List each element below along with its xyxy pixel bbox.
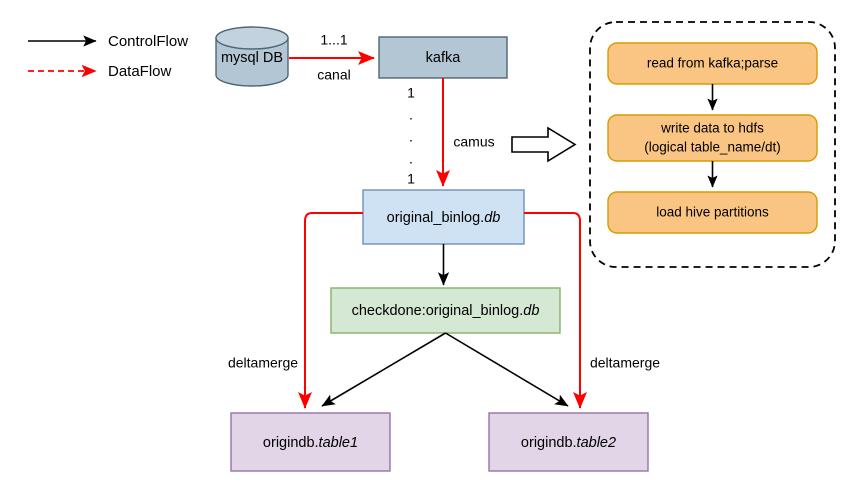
multiplicity-top: 1 — [407, 85, 415, 101]
edge-label-canal: canal — [317, 67, 350, 83]
checkdone-box — [330, 287, 561, 334]
kafka-label: kafka — [426, 50, 462, 66]
camus-stage-read-kafka-parse[interactable]: read from kafka;parse — [607, 42, 818, 85]
edge-label-canal-multiplicity: 1...1 — [320, 32, 347, 48]
edge-label-deltamerge-right: deltamerge — [590, 355, 660, 371]
table2-box — [488, 412, 649, 472]
legend-item-control-flow: ControlFlow — [28, 33, 188, 50]
stage-box-load-hive-partitions — [607, 191, 818, 234]
multiplicity-dot-2: · — [409, 132, 414, 148]
edge-checkdone-to-table1 — [321, 332, 446, 407]
node-origindb-table2[interactable]: origindb.table2 — [488, 412, 649, 472]
stage-label-read-kafka-parse: read from kafka;parse — [647, 56, 778, 71]
legend: ControlFlow DataFlow — [28, 33, 188, 80]
checkdone-label: checkdone:original_binlog.db — [352, 303, 540, 319]
node-mysql-db[interactable]: mysql DB — [215, 26, 289, 87]
table2-label-em: table2 — [577, 435, 617, 451]
mysql-db-cylinder-top — [215, 26, 289, 50]
legend-label-control-flow: ControlFlow — [108, 33, 188, 50]
node-origindb-table1[interactable]: origindb.table1 — [230, 412, 391, 472]
camus-stage-write-hdfs[interactable]: write data to hdfs (logical table_name/d… — [607, 114, 818, 162]
mysql-db-label: mysql DB — [221, 50, 283, 66]
multiplicity-dot-3: · — [409, 154, 414, 170]
multiplicity-dot-1: · — [409, 110, 414, 126]
edge-kafka-to-original-binlog: camus — [436, 78, 495, 187]
node-checkdone[interactable]: checkdone:original_binlog.db — [330, 287, 561, 334]
table1-label-em: table1 — [319, 435, 359, 451]
original-binlog-label: original_binlog.db — [387, 210, 501, 226]
camus-block-arrow-icon — [511, 126, 577, 163]
table2-label-plain: origindb. — [521, 435, 577, 451]
legend-item-data-flow: DataFlow — [28, 63, 172, 80]
block-arrow-right-icon — [511, 126, 577, 163]
stage-label-write-hdfs-line1: write data to hdfs — [660, 121, 764, 136]
camus-stage-load-hive-partitions[interactable]: load hive partitions — [607, 191, 818, 234]
stage-label-load-hive-partitions: load hive partitions — [656, 205, 769, 220]
multiplicity-annotation: 1 · · · 1 — [407, 85, 415, 187]
table1-label-plain: origindb. — [263, 435, 319, 451]
stage-label-write-hdfs-line2: (logical table_name/dt) — [644, 140, 781, 155]
multiplicity-bottom: 1 — [407, 171, 415, 187]
edge-checkdone-to-table2 — [445, 332, 569, 407]
table2-label: origindb.table2 — [521, 435, 616, 451]
legend-label-data-flow: DataFlow — [108, 63, 172, 80]
edge-mysql-to-kafka: 1...1 canal — [289, 32, 375, 83]
edge-binlog-to-table2-dataflow — [524, 212, 587, 409]
edge-label-camus: camus — [453, 134, 494, 150]
original-binlog-label-em: db — [484, 210, 500, 226]
original-binlog-label-plain: original_binlog. — [387, 210, 485, 226]
camus-panel-border — [589, 21, 836, 268]
checkdone-label-plain: checkdone:original_binlog. — [352, 303, 524, 319]
checkdone-label-em: db — [523, 303, 539, 319]
mysql-db-cylinder-body — [215, 37, 289, 87]
camus-panel: read from kafka;parse write data to hdfs… — [589, 21, 836, 268]
table1-label: origindb.table1 — [263, 435, 358, 451]
node-original-binlog[interactable]: original_binlog.db — [362, 189, 525, 245]
node-kafka[interactable]: kafka — [378, 36, 508, 79]
edge-binlog-to-table1-dataflow — [298, 212, 363, 409]
edge-label-deltamerge-left: deltamerge — [228, 355, 298, 371]
kafka-box — [378, 36, 508, 79]
original-binlog-box — [362, 189, 525, 245]
table1-box — [230, 412, 391, 472]
